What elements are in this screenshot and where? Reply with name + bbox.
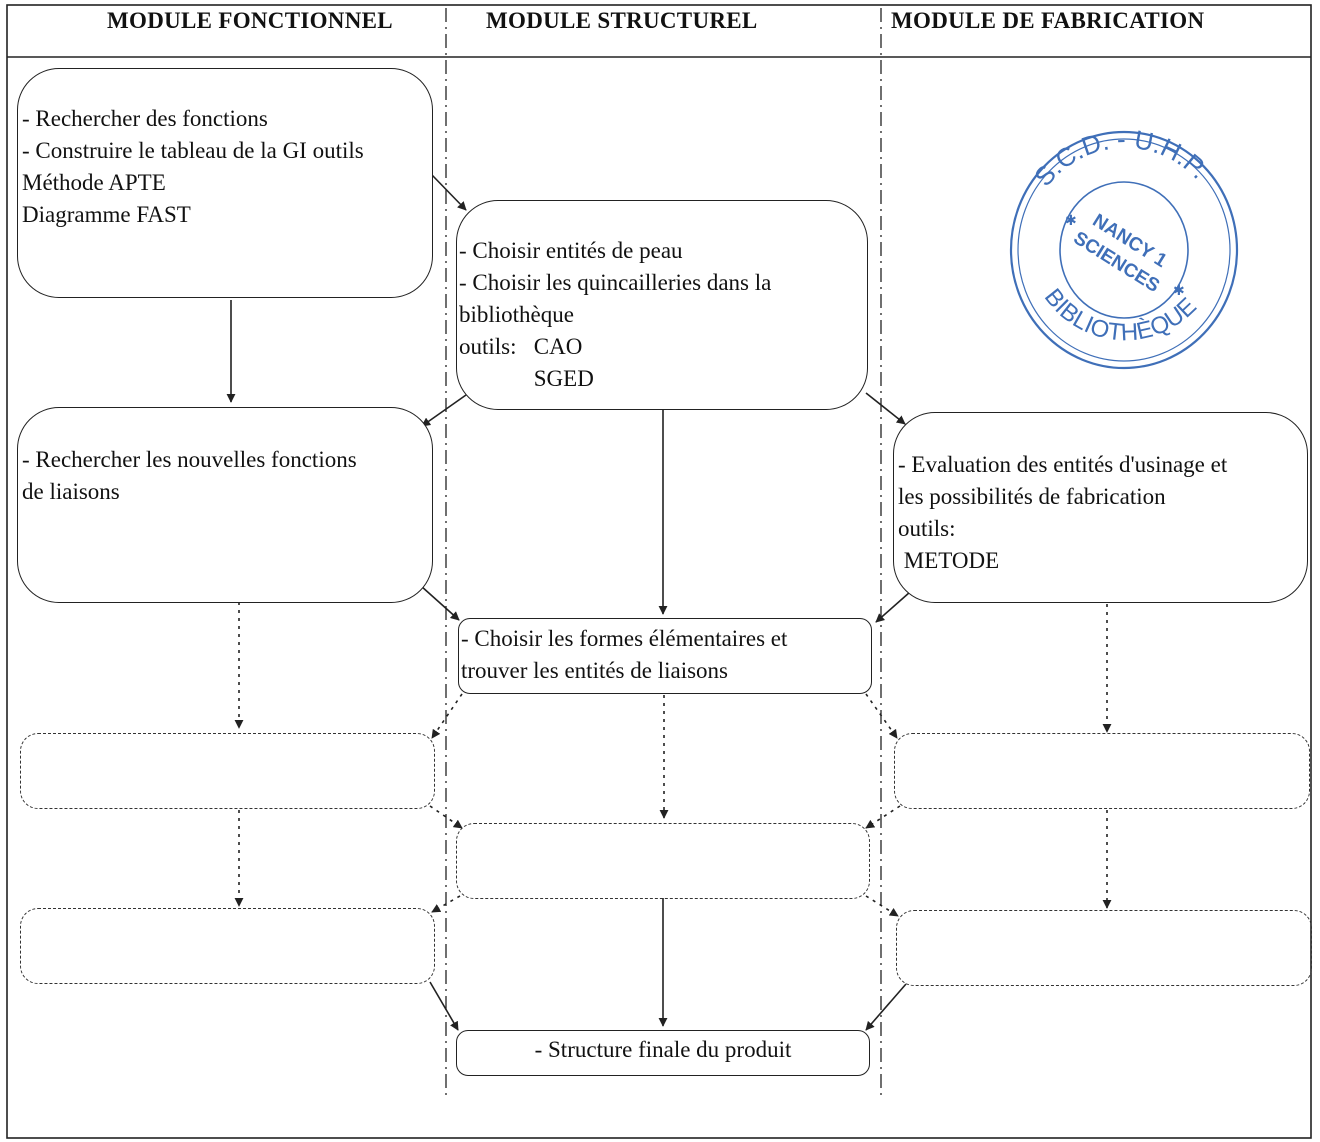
box-skin-entities: - Choisir entités de peau - Choisir les … <box>456 200 868 410</box>
arrow-skin-to-newlinks <box>421 394 467 427</box>
outer-frame <box>6 4 1312 1139</box>
placeholder-box-structural-1 <box>456 823 870 899</box>
placeholder-box-functional-2 <box>20 908 435 984</box>
box-line: - Rechercher des fonctions <box>22 106 268 131</box>
arrow-func-to-final <box>429 981 459 1031</box>
box-line: - Choisir les formes élémentaires et <box>461 626 788 651</box>
box-functions-search: - Rechercher des fonctions - Construire … <box>17 68 433 298</box>
header-manufacturing-module: MODULE DE FABRICATION <box>891 8 1205 33</box>
box-line: outils: CAO <box>459 334 583 359</box>
box-line: bibliothèque <box>459 302 574 327</box>
dotted-arrow-forms-to-func <box>431 693 463 739</box>
box-machining-evaluation: - Evaluation des entités d'usinage et le… <box>893 412 1308 603</box>
arrow-fab-to-final <box>865 983 907 1031</box>
stamp-star-icon: ✱ <box>1065 213 1077 229</box>
box-line: Diagramme FAST <box>22 202 191 227</box>
arrow-skin-to-machining <box>865 392 906 425</box>
dotted-arrow-fab-to-struct <box>865 805 901 829</box>
header-functional-module: MODULE FONCTIONNEL <box>107 8 393 33</box>
header-structural-module: MODULE STRUCTUREL <box>486 8 758 33</box>
dotted-arrow-struct-to-fab <box>865 895 899 917</box>
dotted-arrow-struct-to-func <box>431 895 461 913</box>
box-line: - Choisir les quincailleries dans la <box>459 270 772 295</box>
box-new-link-functions: - Rechercher les nouvelles fonctions de … <box>17 407 433 603</box>
box-line: Méthode APTE <box>22 170 166 195</box>
box-line: - Structure finale du produit <box>534 1037 792 1062</box>
placeholder-box-functional-1 <box>20 733 435 809</box>
box-line: METODE <box>898 548 1000 573</box>
box-line: SGED <box>459 366 594 391</box>
arrow-functions-to-skin <box>431 174 467 211</box>
box-line: - Choisir entités de peau <box>459 238 683 263</box>
box-elementary-forms: - Choisir les formes élémentaires et tro… <box>458 618 872 694</box>
box-line: - Rechercher les nouvelles fonctions <box>22 447 357 472</box>
placeholder-box-manufacturing-1 <box>894 733 1310 809</box>
box-final-structure: - Structure finale du produit <box>456 1030 870 1076</box>
box-line: - Evaluation des entités d'usinage et <box>898 452 1228 477</box>
dotted-arrow-forms-to-fab <box>865 693 898 739</box>
box-line: trouver les entités de liaisons <box>461 658 728 683</box>
box-line: de liaisons <box>22 479 120 504</box>
placeholder-box-manufacturing-2 <box>896 910 1312 986</box>
box-line: les possibilités de fabrication <box>898 484 1166 509</box>
box-line: outils: <box>898 516 956 541</box>
arrow-newlinks-to-forms <box>420 585 460 621</box>
library-stamp: S.C.D. - U.H.P. BIBLIOTHÈQUE ✱ ✱ NANCY 1… <box>1009 125 1239 370</box>
box-line: - Construire le tableau de la GI outils <box>22 138 364 163</box>
stamp-star-icon: ✱ <box>1173 283 1185 299</box>
arrow-machining-to-forms <box>875 591 911 623</box>
dotted-arrow-func-to-struct <box>429 805 463 829</box>
